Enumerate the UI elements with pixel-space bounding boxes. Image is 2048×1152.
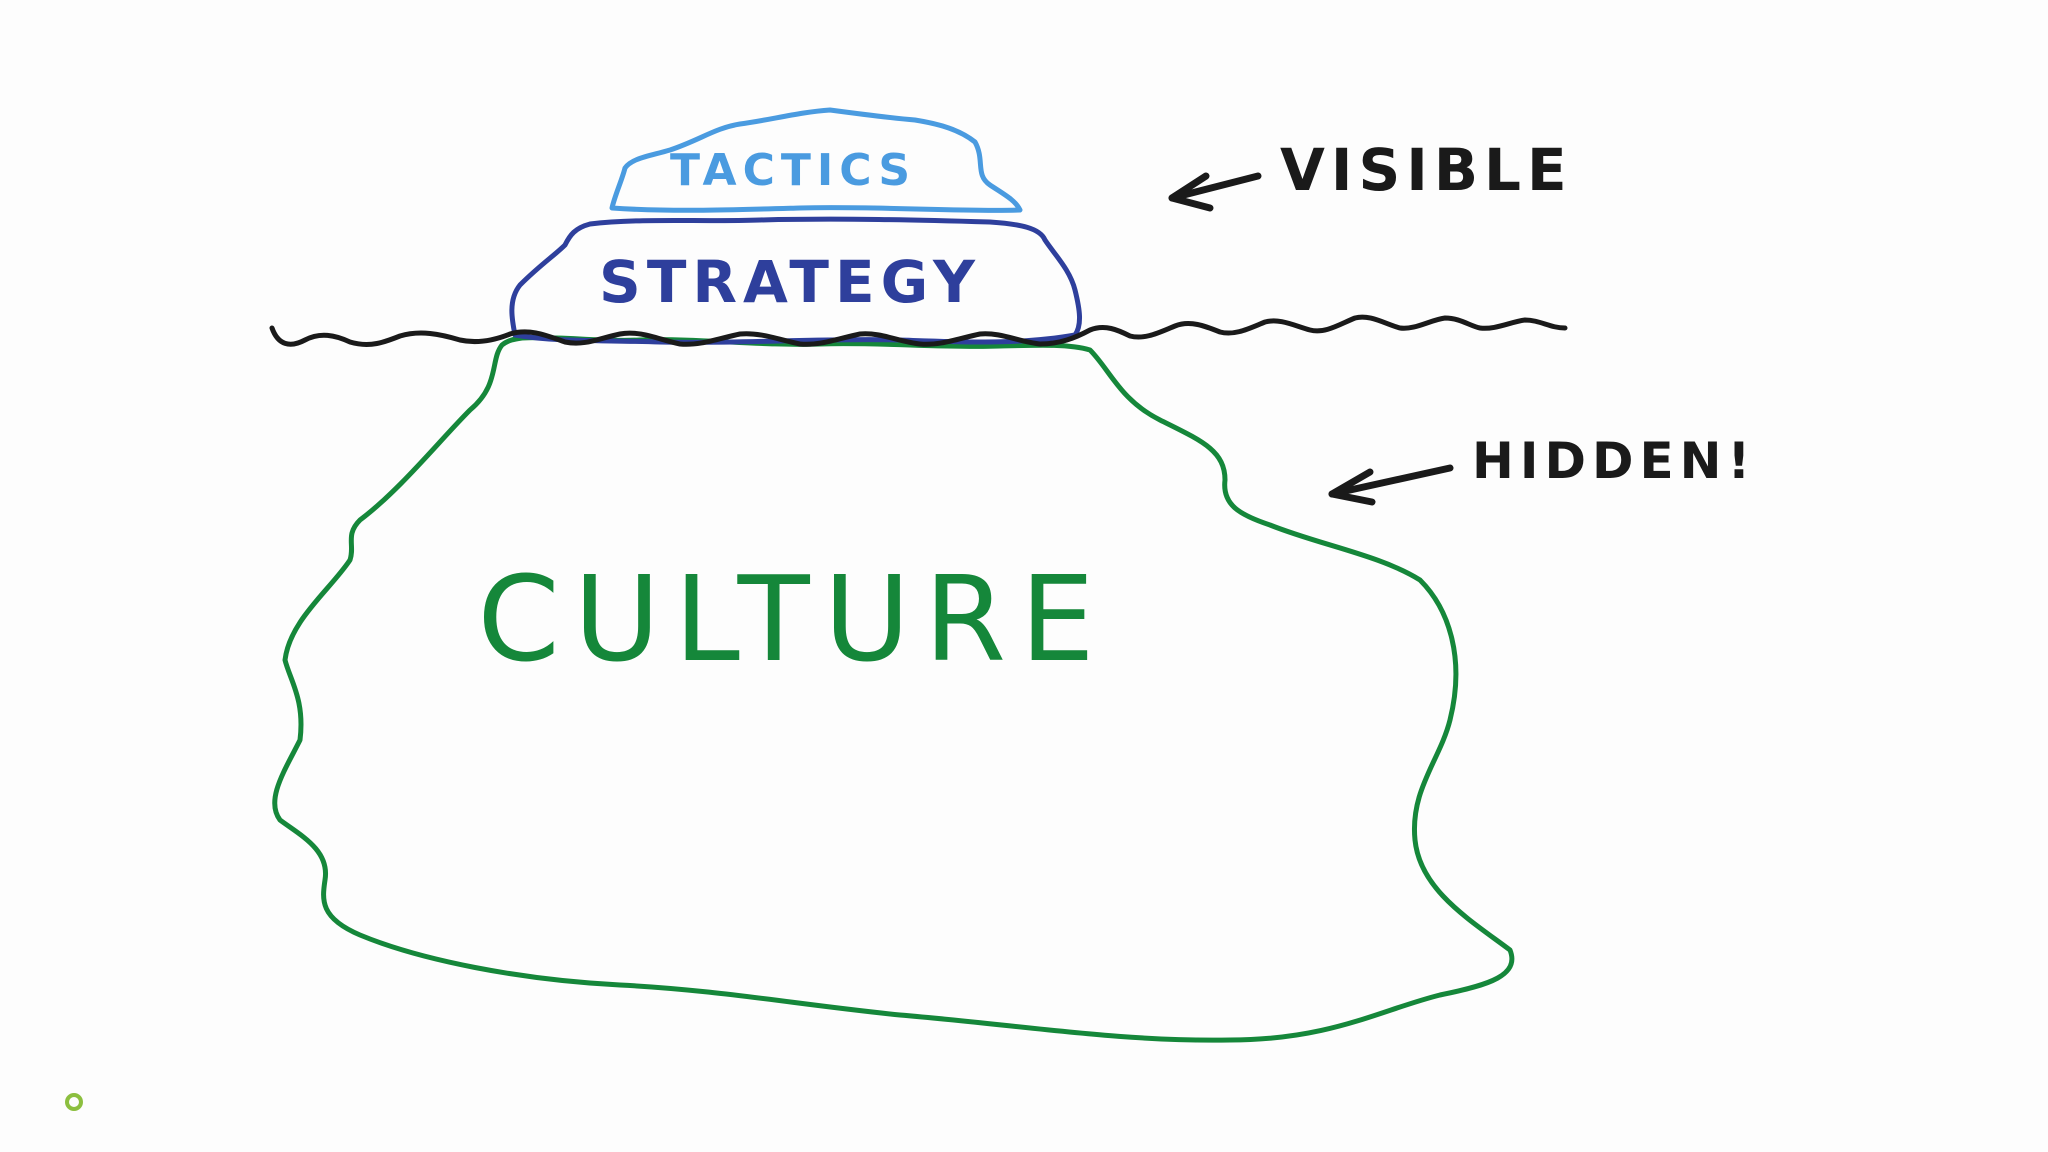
tactics-label: TACTICS bbox=[670, 145, 916, 196]
circle-icon bbox=[65, 1093, 83, 1111]
visible-arrow-icon bbox=[1168, 172, 1262, 212]
culture-label: CULTURE bbox=[477, 550, 1108, 688]
waterline bbox=[269, 314, 1568, 347]
hidden-arrow-icon bbox=[1328, 464, 1454, 506]
strategy-label: STRATEGY bbox=[599, 248, 981, 316]
visible-label: VISIBLE bbox=[1280, 136, 1573, 204]
hidden-label: HIDDEN! bbox=[1472, 432, 1756, 490]
culture-iceberg-outline bbox=[272, 335, 1515, 1043]
tactics-layer-outline bbox=[609, 107, 1023, 213]
